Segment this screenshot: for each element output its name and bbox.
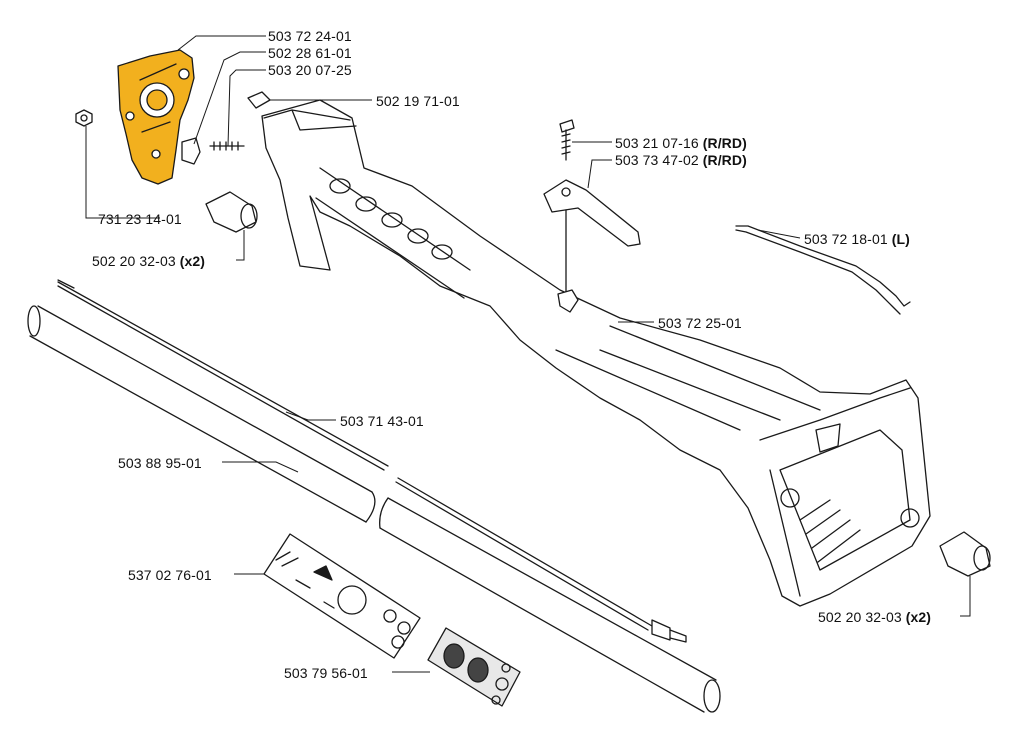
label-screw-small: 503 20 07-25 bbox=[268, 62, 352, 78]
nut-holder-part[interactable] bbox=[181, 137, 245, 165]
lever-rrd-part[interactable] bbox=[543, 179, 641, 313]
small-decal-part[interactable] bbox=[427, 627, 521, 707]
throttle-wire-part[interactable] bbox=[57, 279, 687, 643]
bracket-part[interactable] bbox=[117, 49, 195, 185]
warning-decal-part[interactable] bbox=[263, 533, 421, 659]
label-screw-rrd-suffix: (R/RD) bbox=[702, 135, 747, 151]
label-tube: 503 88 95-01 bbox=[118, 455, 202, 471]
left-grip-part[interactable] bbox=[205, 191, 258, 233]
leader-rod-l bbox=[757, 229, 801, 239]
label-rod-l: 503 72 18-01 (L) bbox=[804, 231, 910, 247]
label-housing: 503 72 25-01 bbox=[658, 315, 742, 331]
rod-l-part[interactable] bbox=[735, 225, 911, 315]
label-warning-decal: 537 02 76-01 bbox=[128, 567, 212, 583]
label-lever-rrd-suffix: (R/RD) bbox=[702, 152, 747, 168]
leader-tube bbox=[222, 461, 299, 473]
label-bracket: 503 72 24-01 bbox=[268, 28, 352, 44]
label-lever-rrd-number: 503 73 47-02 bbox=[615, 152, 699, 168]
label-nut: 731 23 14-01 bbox=[98, 211, 182, 227]
leader-lever-rrd bbox=[587, 159, 612, 189]
label-screw-rrd: 503 21 07-16 (R/RD) bbox=[615, 135, 747, 151]
label-grip-right-number: 502 20 32-03 bbox=[818, 609, 902, 625]
label-rod-l-number: 503 72 18-01 bbox=[804, 231, 888, 247]
leader-bracket bbox=[177, 35, 266, 51]
right-grip-part[interactable] bbox=[939, 531, 991, 577]
label-grip-left: 502 20 32-03 (x2) bbox=[92, 253, 205, 269]
leader-nut-holder bbox=[193, 51, 266, 145]
label-grip-right-suffix: (x2) bbox=[905, 609, 932, 625]
label-throttle-wire: 503 71 43-01 bbox=[340, 413, 424, 429]
label-clip-nut: 502 19 71-01 bbox=[376, 93, 460, 109]
label-lever-rrd: 503 73 47-02 (R/RD) bbox=[615, 152, 747, 168]
leader-nut bbox=[85, 126, 160, 219]
leader-grip-left bbox=[236, 230, 245, 261]
label-grip-left-number: 502 20 32-03 bbox=[92, 253, 176, 269]
nut-part[interactable] bbox=[75, 109, 93, 127]
label-screw-rrd-number: 503 21 07-16 bbox=[615, 135, 699, 151]
label-grip-left-suffix: (x2) bbox=[179, 253, 206, 269]
clip-nut-part[interactable] bbox=[247, 91, 271, 109]
leader-screw-small bbox=[227, 69, 266, 147]
main-housing-part[interactable] bbox=[261, 99, 931, 607]
leader-grip-right bbox=[960, 576, 971, 617]
screw-rrd-part[interactable] bbox=[559, 119, 575, 161]
label-nut-holder: 502 28 61-01 bbox=[268, 45, 352, 61]
leader-throttle-wire bbox=[285, 411, 336, 421]
label-rod-l-suffix: (L) bbox=[891, 231, 910, 247]
tube-part[interactable] bbox=[27, 305, 721, 713]
label-grip-right: 502 20 32-03 (x2) bbox=[818, 609, 931, 625]
label-small-decal: 503 79 56-01 bbox=[284, 665, 368, 681]
